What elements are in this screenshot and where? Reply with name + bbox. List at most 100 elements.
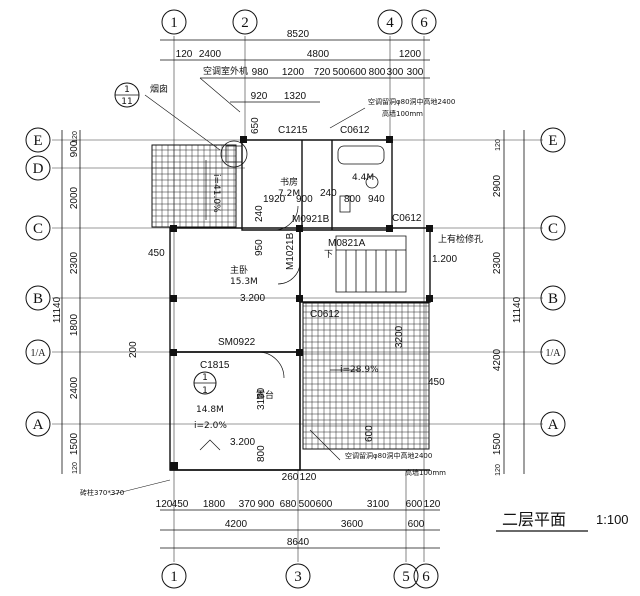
dim-bottom-120a: 120	[156, 499, 173, 510]
label-ac-unit: 空调室外机	[203, 65, 248, 77]
dim-left-2400: 2400	[69, 376, 80, 399]
dim-450: 450	[148, 248, 165, 259]
label-slope-3: i=2.0%	[194, 421, 227, 431]
dimension-lines-top	[160, 40, 430, 102]
axis-right-C: C	[548, 221, 558, 237]
dim-top-overall: 8520	[287, 29, 310, 40]
dim-bottom-900: 900	[258, 499, 275, 510]
dim-right-1500: 1500	[492, 432, 503, 455]
dim-bottom-450: 450	[172, 499, 189, 510]
dim-240: 240	[320, 188, 337, 199]
label-elev-2: 3.200	[230, 437, 255, 448]
axis-bubbles-right	[541, 128, 565, 436]
dim-bottom-120b: 120	[424, 499, 441, 510]
dimension-lines-bottom	[160, 510, 440, 548]
dim-200: 200	[128, 341, 139, 358]
dim-right-2900: 2900	[492, 174, 503, 197]
dim-bottom-680: 680	[280, 499, 297, 510]
dim-bottom-4200: 4200	[225, 519, 248, 530]
dim-bottom-370: 370	[239, 499, 256, 510]
label-down: 下	[324, 250, 333, 260]
label-high-wall-1: 高墙100mm	[382, 109, 423, 118]
axis-right-B: B	[548, 291, 558, 307]
dim-800: 800	[344, 194, 361, 205]
columns	[170, 136, 433, 470]
axis-right-E: E	[548, 133, 557, 149]
axis-left-B: B	[33, 291, 43, 307]
dim-bottom-600: 600	[408, 519, 425, 530]
dim-top-920: 920	[251, 91, 268, 102]
dim-top-2400: 2400	[199, 49, 222, 60]
dim-1920: 1920	[263, 194, 286, 205]
roof-tile-right	[303, 303, 429, 449]
dim-bottom-600c: 600	[406, 499, 423, 510]
label-column-note: 砖柱370*370	[80, 488, 124, 497]
dim-right-2300: 2300	[492, 251, 503, 274]
dim-800b: 800	[256, 445, 267, 462]
dim-top-120: 120	[176, 49, 193, 60]
label-c0612-a: C0612	[340, 125, 370, 136]
dim-600: 600	[364, 425, 375, 442]
axis-right-1A: 1/A	[546, 348, 562, 359]
room-study-area: 7.2M	[278, 189, 300, 199]
dim-900: 900	[296, 194, 313, 205]
dim-top-600: 600	[350, 67, 367, 78]
dim-right-overall: 11140	[512, 296, 523, 323]
room-study-name: 书房	[280, 176, 298, 188]
dim-left-2000: 2000	[69, 186, 80, 209]
dim-top-1200: 1200	[399, 49, 422, 60]
stair	[336, 236, 406, 292]
dim-940: 940	[368, 194, 385, 205]
dim-950: 950	[254, 239, 265, 256]
dim-bottom-500: 500	[299, 499, 316, 510]
label-ac-hole-1: 空调留洞φ80洞中高地2400	[368, 97, 455, 106]
label-c0612-b: C0612	[392, 213, 422, 224]
dim-right-4200: 4200	[492, 348, 503, 371]
dim-top-4800: 4800	[307, 49, 330, 60]
dim-right-120: 120	[495, 139, 502, 151]
axis-bubbles-bottom	[162, 564, 438, 588]
dim-top-1320: 1320	[284, 91, 307, 102]
room-master-area: 15.3M	[230, 277, 258, 287]
chimney	[221, 141, 247, 167]
axis-left-E: E	[33, 133, 42, 149]
label-elev-1: 3.200	[240, 293, 265, 304]
section-cut-top: 1	[202, 373, 208, 383]
axis-bubbles-left	[26, 128, 50, 436]
dim-top-300b: 300	[407, 67, 424, 78]
walls	[170, 140, 430, 470]
drawing-scale: 1:100	[596, 512, 629, 527]
dim-bottom-3600: 3600	[341, 519, 364, 530]
dim-top-980: 980	[252, 67, 269, 78]
room-terrace-name: 露台	[256, 389, 274, 401]
section-ref-top: 1	[124, 85, 130, 95]
dim-top-800: 800	[369, 67, 386, 78]
dim-left-1800: 1800	[69, 313, 80, 336]
axis-top-2: 2	[241, 15, 249, 31]
label-ac-hole-2: 空调留洞φ80洞中高地2400	[345, 451, 432, 460]
dim-bottom-overall: 8640	[287, 537, 310, 548]
dimension-lines-right	[504, 130, 524, 474]
label-attic-hatch: 上有检修孔	[438, 233, 483, 245]
label-m0821a: M0821A	[328, 238, 366, 249]
dim-bottom-3100: 3100	[367, 499, 390, 510]
room-master-name: 主卧	[230, 264, 248, 276]
dim-650: 650	[250, 117, 261, 134]
dim-top-720: 720	[314, 67, 331, 78]
leader-lines	[110, 78, 365, 495]
axis-top-6: 6	[420, 15, 428, 31]
dim-right-120b: 120	[495, 464, 502, 476]
label-sm0922: SM0922	[218, 337, 256, 348]
axis-left-A: A	[33, 417, 44, 433]
dimension-lines-left	[62, 130, 80, 474]
dim-left-900: 900	[69, 140, 80, 157]
section-ref-bottom: 11	[121, 97, 132, 107]
dim-3200: 3200	[394, 325, 405, 348]
drawing-title: 二层平面	[502, 510, 566, 529]
axis-left-D: D	[33, 161, 44, 177]
roof-tile-left	[152, 145, 236, 227]
door-swings	[258, 206, 300, 378]
dim-top-1200b: 1200	[282, 67, 305, 78]
label-elev-3: 1.200	[432, 254, 457, 265]
